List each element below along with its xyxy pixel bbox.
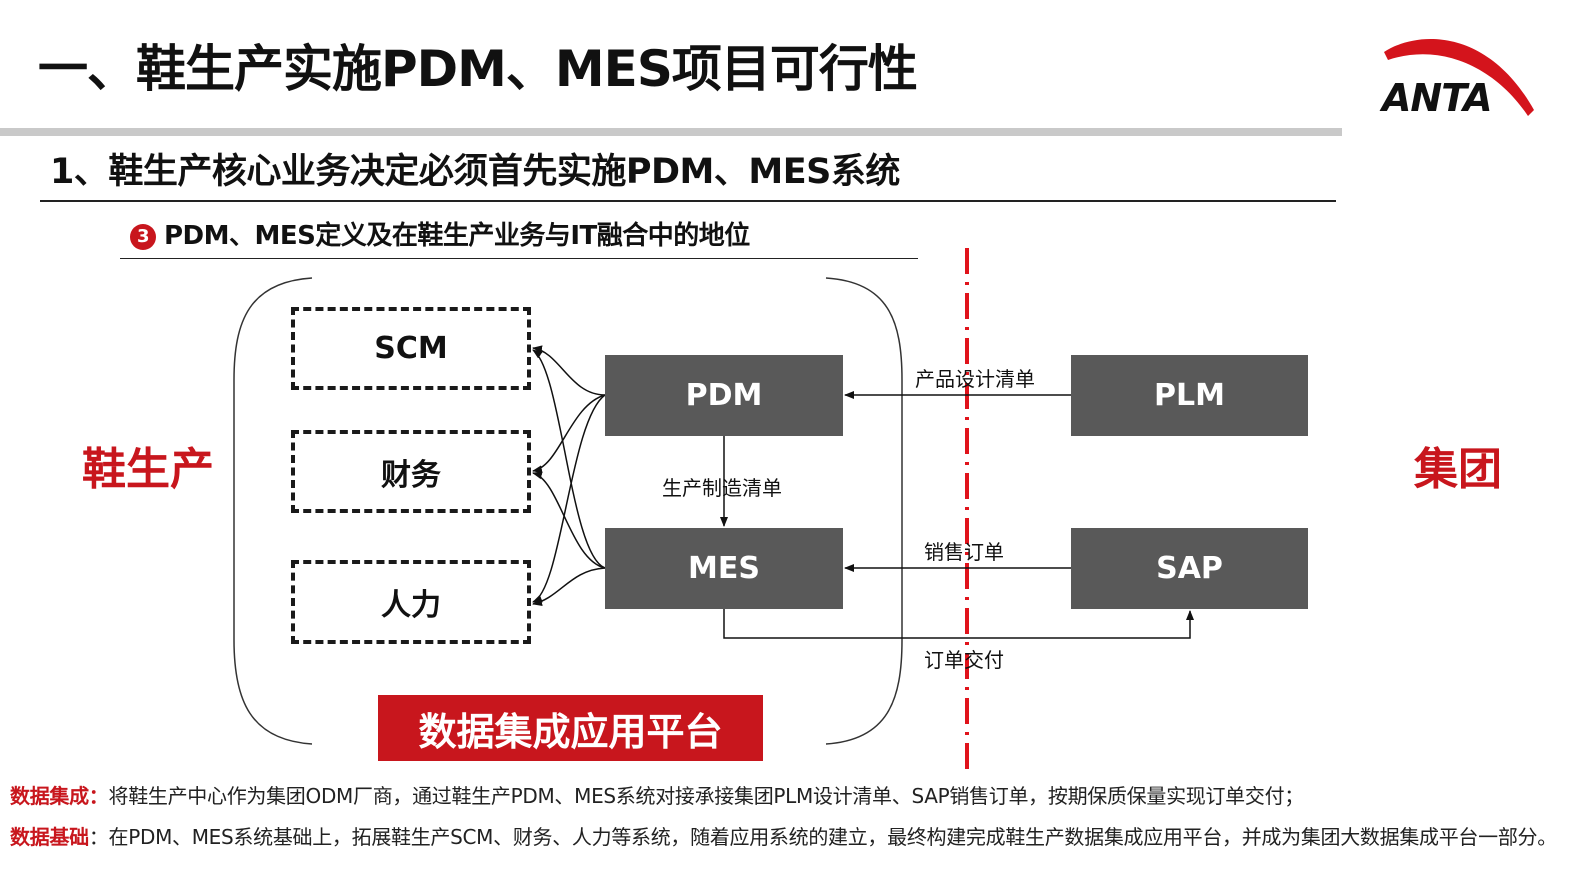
anta-swoosh-icon [1384, 38, 1534, 117]
note-foundation-key: 数据基础 [10, 825, 89, 849]
left-label: 鞋生产 [82, 444, 214, 495]
right-bracket [825, 277, 903, 745]
subtitle-rule [40, 200, 1336, 202]
note-foundation: 数据基础：在PDM、MES系统基础上，拓展鞋生产SCM、财务、人力等系统，随着应… [10, 823, 1557, 851]
anta-logo: ANTA [1378, 32, 1536, 124]
edge-label-design-list: 产品设计清单 [915, 367, 1035, 391]
note-integration: 数据集成：将鞋生产中心作为集团ODM厂商，通过鞋生产PDM、MES系统对接承接集… [10, 782, 1304, 810]
section-heading: 3 PDM、MES定义及在鞋生产业务与IT融合中的地位 [130, 218, 750, 254]
module-hr: 人力 [291, 560, 531, 644]
node-pdm: PDM [605, 355, 843, 436]
node-mes: MES [605, 528, 843, 609]
section-rule [120, 258, 918, 259]
node-plm: PLM [1071, 355, 1308, 436]
logo-text: ANTA [1382, 76, 1493, 120]
note-integration-text: 将鞋生产中心作为集团ODM厂商，通过鞋生产PDM、MES系统对接承接集团PLM设… [108, 784, 1305, 808]
page-title: 一、鞋生产实施PDM、MES项目可行性 [38, 40, 918, 98]
title-divider [0, 128, 1342, 136]
section-title: PDM、MES定义及在鞋生产业务与IT融合中的地位 [164, 221, 750, 251]
subtitle: 1、鞋生产核心业务决定必须首先实施PDM、MES系统 [50, 152, 900, 192]
edge-label-production-list: 生产制造清单 [662, 476, 782, 500]
section-number-badge: 3 [130, 224, 156, 250]
edge-label-order-delivery: 订单交付 [924, 648, 1004, 672]
module-scm: SCM [291, 307, 531, 390]
right-label: 集团 [1414, 444, 1502, 495]
edge-label-sales-order: 销售订单 [924, 540, 1004, 564]
module-finance: 财务 [291, 430, 531, 513]
note-integration-key: 数据集成： [10, 784, 109, 808]
note-foundation-text: ：在PDM、MES系统基础上，拓展鞋生产SCM、财务、人力等系统，随着应用系统的… [88, 825, 1557, 849]
platform-banner: 数据集成应用平台 [378, 695, 763, 761]
node-sap: SAP [1071, 528, 1308, 609]
left-bracket [233, 277, 313, 745]
